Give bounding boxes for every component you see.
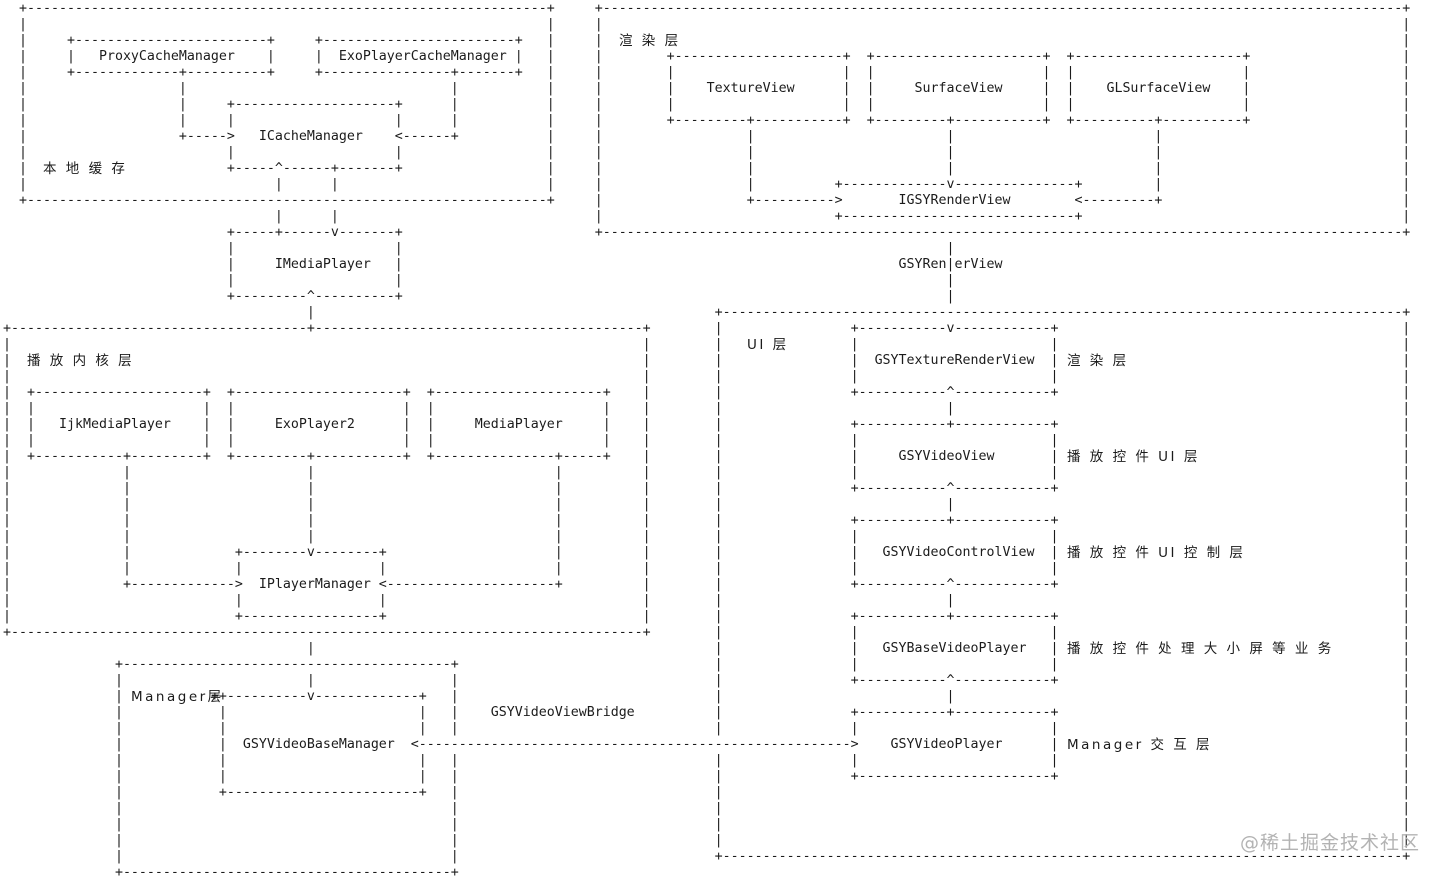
label-manager_layer: Manager层 <box>131 689 224 705</box>
label-annotation_ui_control: 播 放 控 件 UI 控 制 层 <box>1067 545 1246 561</box>
label-local_cache: 本 地 缓 存 <box>43 161 128 177</box>
label-annotation_ui: 播 放 控 件 UI 层 <box>1067 449 1200 465</box>
label-annotation_manager: Manager 交 互 层 <box>1067 737 1213 753</box>
watermark: @稀土掘金技术社区 <box>1240 832 1421 854</box>
label-annotation_business: 播 放 控 件 处 理 大 小 屏 等 业 务 <box>1067 641 1334 657</box>
label-annotation_render: 渲 染 层 <box>1067 353 1129 369</box>
ascii-architecture-diagram: +---------------------------------------… <box>3 1 1411 880</box>
label-render_layer_title: 渲 染 层 <box>619 33 681 49</box>
label-playback_kernel: 播 放 内 核 层 <box>27 353 135 369</box>
label-ui_layer: UI 层 <box>747 337 789 353</box>
